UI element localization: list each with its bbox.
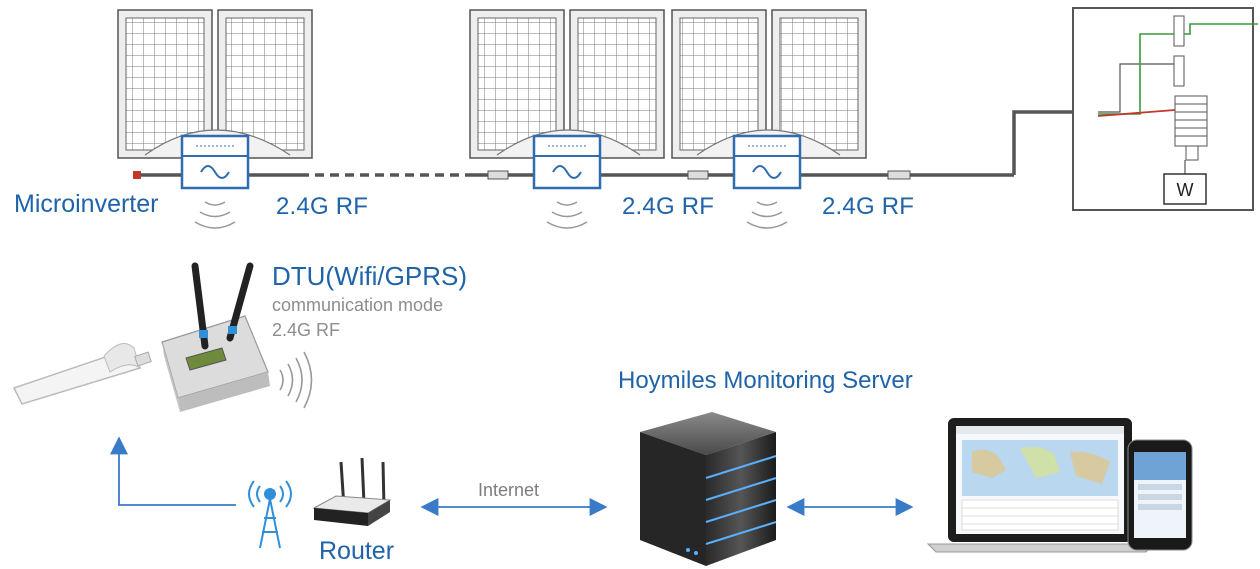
tower-to-dtu-arrow xyxy=(110,436,236,506)
solar-panel-group-1 xyxy=(117,9,313,159)
laptop-icon xyxy=(926,418,1156,553)
microinverter-label: Microinverter xyxy=(14,190,159,218)
meter-label: W xyxy=(1176,180,1194,200)
solar-panel-icon xyxy=(217,9,313,159)
smartphone-icon xyxy=(1127,439,1193,551)
dtu-title: DTU(Wifi/GPRS) xyxy=(272,261,467,291)
distribution-box xyxy=(1072,7,1258,211)
internet-label: Internet xyxy=(478,480,540,500)
antenna-tower-icon xyxy=(248,480,292,549)
server-icon xyxy=(640,412,777,566)
solar-panel-icon xyxy=(117,9,213,159)
microinverter-icon xyxy=(180,134,250,190)
rf-label: 2.4G RF xyxy=(622,193,715,220)
usb-dongle-icon xyxy=(12,343,152,405)
electric-meter-icon xyxy=(1163,160,1207,205)
rf-waves-icon xyxy=(194,201,236,229)
dtu-device-icon xyxy=(161,262,270,412)
solar-panel-group-2 xyxy=(469,9,867,159)
router-icon xyxy=(312,457,392,526)
server-title: Hoymiles Monitoring Server xyxy=(618,367,913,394)
router-label: Router xyxy=(319,537,395,565)
dtu-rf-label: 2.4G RF xyxy=(272,320,341,340)
microinverter-icon xyxy=(732,134,802,190)
breaker-panel-icon xyxy=(1173,15,1208,161)
rf-waves-icon xyxy=(746,201,788,229)
rf-waves-icon xyxy=(279,351,313,409)
dtu-mode-label: communication mode xyxy=(272,295,444,315)
rf-waves-icon xyxy=(546,201,588,229)
solar-panel-icon xyxy=(771,9,867,159)
rf-label: 2.4G RF xyxy=(822,193,915,220)
rf-label: 2.4G RF xyxy=(276,193,369,220)
microinverter-icon xyxy=(532,134,602,190)
